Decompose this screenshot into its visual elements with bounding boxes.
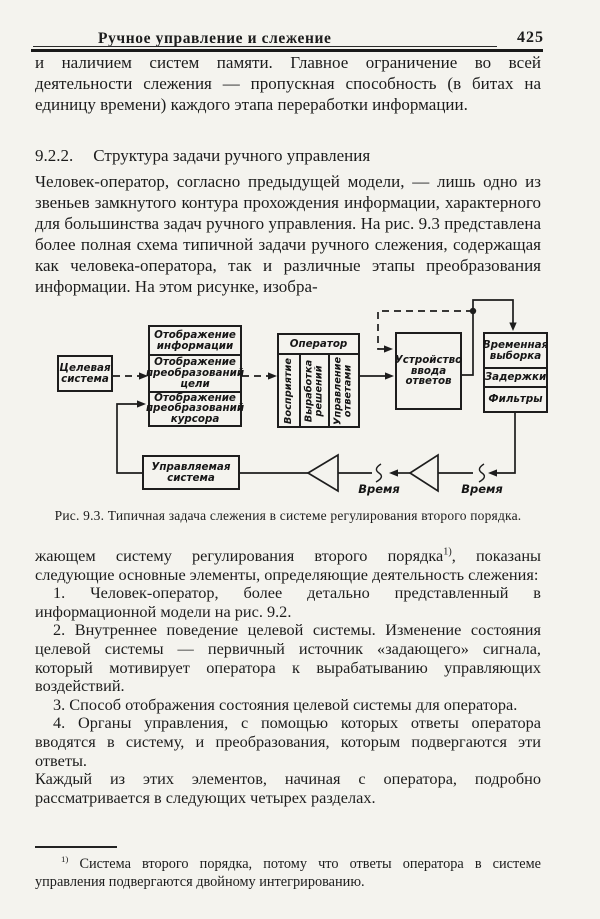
arrowhead-icon <box>137 400 146 408</box>
footnote-marker-ref: 1) <box>443 546 452 558</box>
list-item-4: 4. Органы управления, с помощью которых … <box>35 713 541 770</box>
operator-title: Оператор <box>279 335 358 355</box>
section-paragraph: Человек-оператор, согласно предыдущей мо… <box>35 172 541 296</box>
display-stack: Отображение информации Отображение преоб… <box>145 325 245 427</box>
section-number: 9.2.2. <box>35 146 74 165</box>
integrator-triangle-icon <box>306 453 339 493</box>
intro-paragraph: и наличием систем памяти. Главное ограни… <box>35 53 541 114</box>
footnote: 1) Система второго порядка, потому что о… <box>35 854 541 890</box>
operator-column-perception: Восприятие <box>282 357 294 424</box>
feedback-line <box>116 403 142 474</box>
time-stack: Временная выборка Задержки Фильтры <box>483 332 548 413</box>
time-row-sampling: Временная выборка <box>482 338 549 362</box>
time-row-filters: Фильтры <box>485 386 546 411</box>
arrowhead-icon <box>389 469 398 477</box>
sampling-switch-icon <box>478 463 486 483</box>
operator-column-response-control: Управление ответами <box>328 355 358 426</box>
list-item-3: 3. Способ отображения состояния целевой … <box>53 694 518 714</box>
section-title: Структура задачи ручного управления <box>93 146 371 165</box>
closing-paragraph: Каждый из этих элементов, начиная с опер… <box>35 769 541 807</box>
controlled-system-box: Управляемая система <box>142 455 240 490</box>
sampling-switch-icon <box>375 463 383 483</box>
operator-column-decision: Выработка решений <box>299 355 328 426</box>
signal-line <box>497 413 516 474</box>
footnote-marker: 1) <box>61 854 69 865</box>
page-number: 425 <box>517 29 544 46</box>
header-rule-thin <box>33 46 497 47</box>
dashed-feedback-line <box>377 310 473 350</box>
time-label-right: Время <box>461 482 503 496</box>
figure-9-3: Целевая система Отображение информации О… <box>0 295 600 500</box>
arrowhead-icon <box>488 469 497 477</box>
operator-box: Оператор Восприятие Выработка решений Уп… <box>277 333 360 428</box>
list-item-1: 1. Человек-оператор, более детально пред… <box>35 583 541 621</box>
junction-dot <box>469 307 477 315</box>
arrowhead-icon <box>139 372 148 380</box>
lower-text-block: жающем систему регулирования второго пор… <box>35 546 541 807</box>
time-row-delays: Задержки <box>485 367 546 386</box>
running-head-title: Ручное управление и слежение <box>98 30 332 47</box>
arrowhead-icon <box>509 322 517 331</box>
section-heading: 9.2.2. Структура задачи ручного управлени… <box>35 146 370 166</box>
signal-line <box>462 299 514 376</box>
display-row-goal-transforms: Отображение преобразований цели <box>146 354 244 391</box>
arrowhead-icon <box>385 372 394 380</box>
figure-caption: Рис. 9.3. Типичная задача слежения в сис… <box>54 508 522 523</box>
display-row-information: Отображение информации <box>154 328 236 352</box>
after-figure-paragraph: жающем систему регулирования второго пор… <box>35 546 541 584</box>
list-item-2: 2. Внутреннее поведение целевой системы.… <box>35 620 541 696</box>
target-system-box: Целевая система <box>57 355 113 392</box>
arrowhead-icon <box>268 372 277 380</box>
integrator-triangle-icon <box>408 453 439 493</box>
header-rule-thick <box>31 49 543 52</box>
input-device-box: Устройство ввода ответов <box>395 332 462 410</box>
footnote-rule <box>35 846 117 848</box>
diagram-lines <box>113 299 517 493</box>
time-label-left: Время <box>358 482 400 496</box>
display-row-cursor-transforms: Отображение преобразований курсора <box>145 390 245 426</box>
arrowhead-icon <box>384 345 393 353</box>
